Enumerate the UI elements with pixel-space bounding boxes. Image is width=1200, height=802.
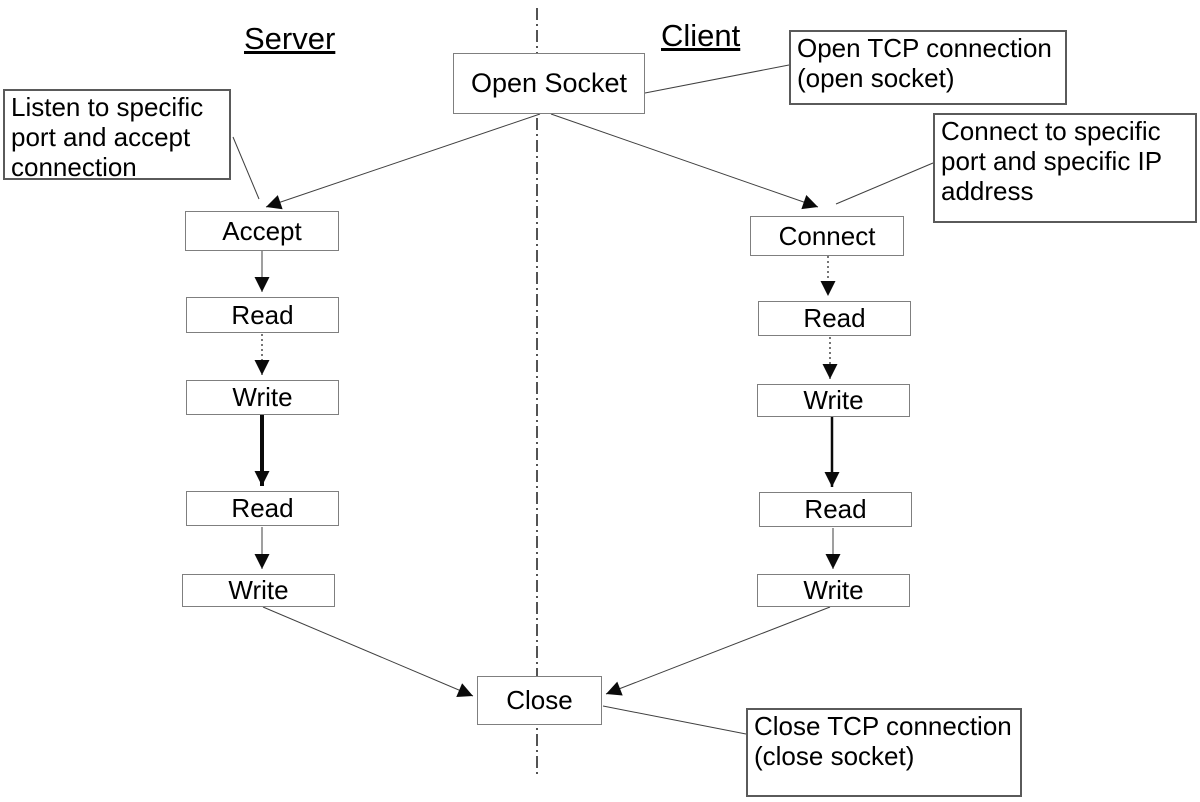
server-title: Server — [244, 21, 336, 56]
client-step-connect-box: Connect — [750, 216, 904, 256]
client-title: Client — [661, 18, 741, 53]
server-step-read2-box: Read — [186, 491, 339, 526]
client-step-read1-box: Read — [758, 301, 911, 336]
server-step-write2-box: Write — [182, 574, 335, 607]
connect-annotation: Connect to specific port and specific IP… — [933, 113, 1197, 223]
line-open-tcp-note-to-open-socket — [644, 64, 790, 94]
arrow-server-write-to-close — [262, 606, 474, 698]
arrow-client-write-to-close — [605, 606, 831, 696]
line-listen-note-to-accept — [232, 136, 260, 200]
client-step-write2-box: Write — [757, 574, 910, 607]
line-connect-note-to-connect — [835, 162, 934, 205]
client-step-write1-box: Write — [757, 384, 910, 417]
server-step-accept-box: Accept — [185, 211, 339, 251]
line-close-note-to-close — [602, 705, 747, 735]
open-socket-box: Open Socket — [453, 53, 645, 114]
close-annotation: Close TCP connection (close socket) — [746, 708, 1022, 797]
server-step-read1-box: Read — [186, 297, 339, 333]
arrow-open-socket-to-connect — [550, 113, 819, 210]
listen-annotation: Listen to specific port and accept conne… — [3, 89, 231, 182]
client-step-read2-box: Read — [759, 492, 912, 527]
server-step-write1-box: Write — [186, 380, 339, 415]
arrow-open-socket-to-accept — [265, 113, 541, 210]
open-tcp-annotation: Open TCP connection (open socket) — [789, 30, 1067, 105]
close-box: Close — [477, 676, 602, 725]
